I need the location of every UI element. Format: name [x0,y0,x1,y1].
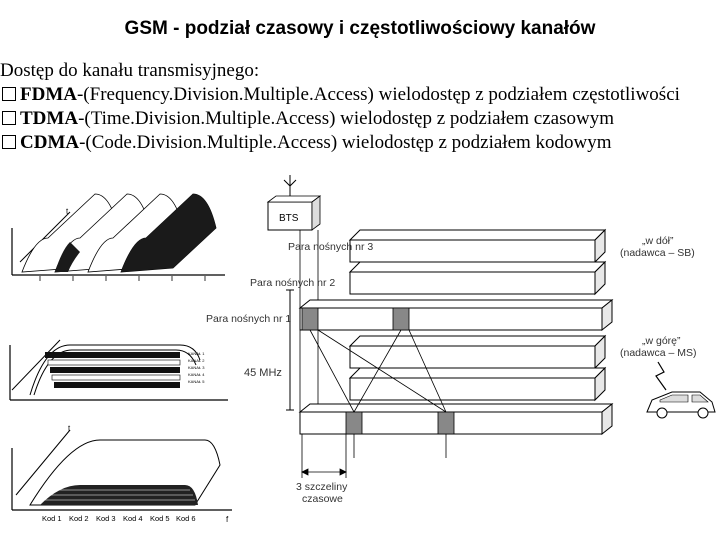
code-label: Kod 5 [150,514,170,523]
slots-label-2: czasowe [302,493,343,505]
code-label: Kod 6 [176,514,196,523]
bandwidth-label: 45 MHz [244,367,282,379]
square-bullet-icon [2,111,16,125]
carrier-pair-uplink-b [348,366,607,402]
carrier-pair-1-label: Para nośnych nr 1 [206,313,291,325]
fdma-chart: t [11,193,225,281]
car-icon [646,391,716,419]
code-label: Kod 3 [96,514,116,523]
svg-text:KANAŁ 1: KANAŁ 1 [188,351,205,356]
carrier-pair-uplink-a [348,334,607,370]
axis-t-label: t [66,207,69,216]
radio-link-icon [655,361,667,391]
bts-station: BTS [266,175,322,231]
slide-title: GSM - podział czasowy i częstotliwościow… [124,18,596,39]
svg-text:KANAŁ 5: KANAŁ 5 [188,379,205,384]
square-bullet-icon [2,87,16,101]
bullet-text: -(Time.Division.Multiple.Access) wielodo… [78,108,615,129]
carrier-pair-2-label: Para nośnych nr 2 [250,277,335,289]
svg-text:KANAŁ 4: KANAŁ 4 [188,372,205,377]
slots-label-1: 3 szczeliny [296,481,348,493]
bullet-abbr: TDMA [20,108,79,129]
axis-f-label: f [226,515,229,524]
carrier-pair-2 [348,260,607,296]
carrier-pair-3-label: Para nośnych nr 3 [288,241,373,253]
bandwidth-bracket [286,289,294,411]
bullet-cdma: CDMA-(Code.Division.Multiple.Access) wie… [0,132,612,154]
slot-links [309,329,447,458]
square-bullet-icon [2,135,16,149]
carrier-pair-3 [348,228,607,264]
bullet-tdma: TDMA-(Time.Division.Multiple.Access) wie… [0,108,614,130]
bullet-text: -(Frequency.Division.Multiple.Access) wi… [76,84,680,105]
slots-dimension [301,434,347,478]
downlink-sender-label: (nadawca – SB) [620,247,695,259]
carrier-pair-1-downlink [298,298,614,332]
bullet-fdma: FDMA-(Frequency.Division.Multiple.Access… [0,84,680,106]
code-label: Kod 2 [69,514,89,523]
code-label: Kod 1 [42,514,62,523]
cdma-chart: t f Kod 1 Kod 2 Kod 3 Kod 4 Kod 5 Kod 6 [11,424,232,524]
uplink-sender-label: (nadawca – MS) [620,347,696,359]
carrier-pair-1-uplink [298,402,614,436]
bullet-text: -(Code.Division.Multiple.Access) wielodo… [79,132,612,153]
svg-text:KANAŁ 3: KANAŁ 3 [188,365,205,370]
uplink-label: „w górę” [642,335,681,347]
bullet-abbr: CDMA [20,132,80,153]
bullet-abbr: FDMA [20,84,77,105]
axis-t-label: t [68,424,71,433]
tdma-chart: KANAŁ 1 KANAŁ 2 KANAŁ 3 KANAŁ 4 KANAŁ 5 [9,339,228,401]
svg-text:KANAŁ 2: KANAŁ 2 [188,358,205,363]
downlink-label: „w dół” [642,235,674,247]
bts-label: BTS [279,213,299,224]
code-label: Kod 4 [123,514,143,523]
intro-text: Dostęp do kanału transmisyjnego: [0,60,260,81]
